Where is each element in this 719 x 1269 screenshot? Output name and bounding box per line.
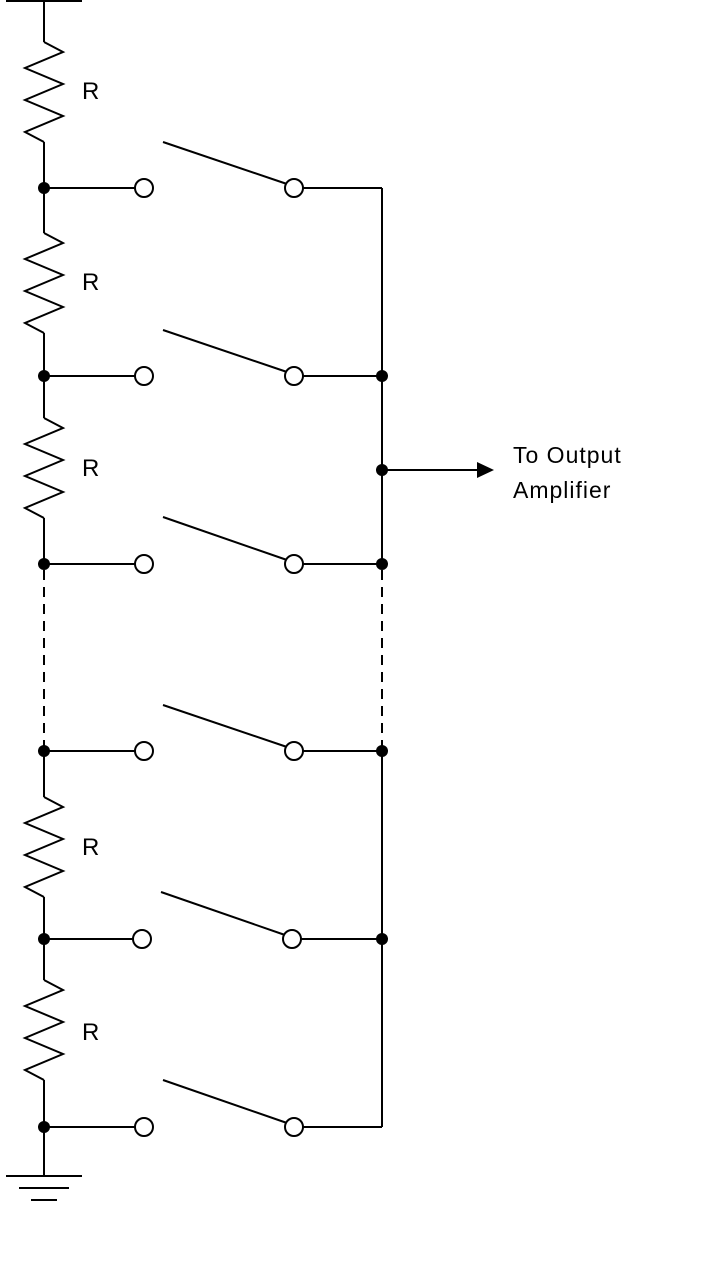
output-label-line1: To Output xyxy=(513,442,622,468)
switch-3 xyxy=(38,516,388,574)
resistor-3: R xyxy=(22,376,99,564)
switch-5 xyxy=(38,891,388,949)
resistor-2: R xyxy=(22,188,99,376)
output-label-line2: Amplifier xyxy=(513,477,611,503)
resistor-4-label: R xyxy=(82,834,99,861)
output-arrow xyxy=(376,462,494,478)
switch-2 xyxy=(38,329,388,386)
resistor-4: R xyxy=(22,751,99,939)
switch-6 xyxy=(38,1079,382,1137)
switch-1 xyxy=(38,141,382,198)
ground-icon xyxy=(6,1126,82,1201)
top-reference-terminal xyxy=(6,0,82,42)
resistor-3-label: R xyxy=(82,455,99,482)
resistor-5: R xyxy=(22,939,99,1126)
arrow-right-icon xyxy=(477,462,494,478)
switch-4 xyxy=(38,704,388,761)
resistor-1: R xyxy=(22,41,99,188)
resistor-2-label: R xyxy=(82,269,99,296)
resistor-5-label: R xyxy=(82,1019,99,1046)
resistor-1-label: R xyxy=(82,78,99,105)
